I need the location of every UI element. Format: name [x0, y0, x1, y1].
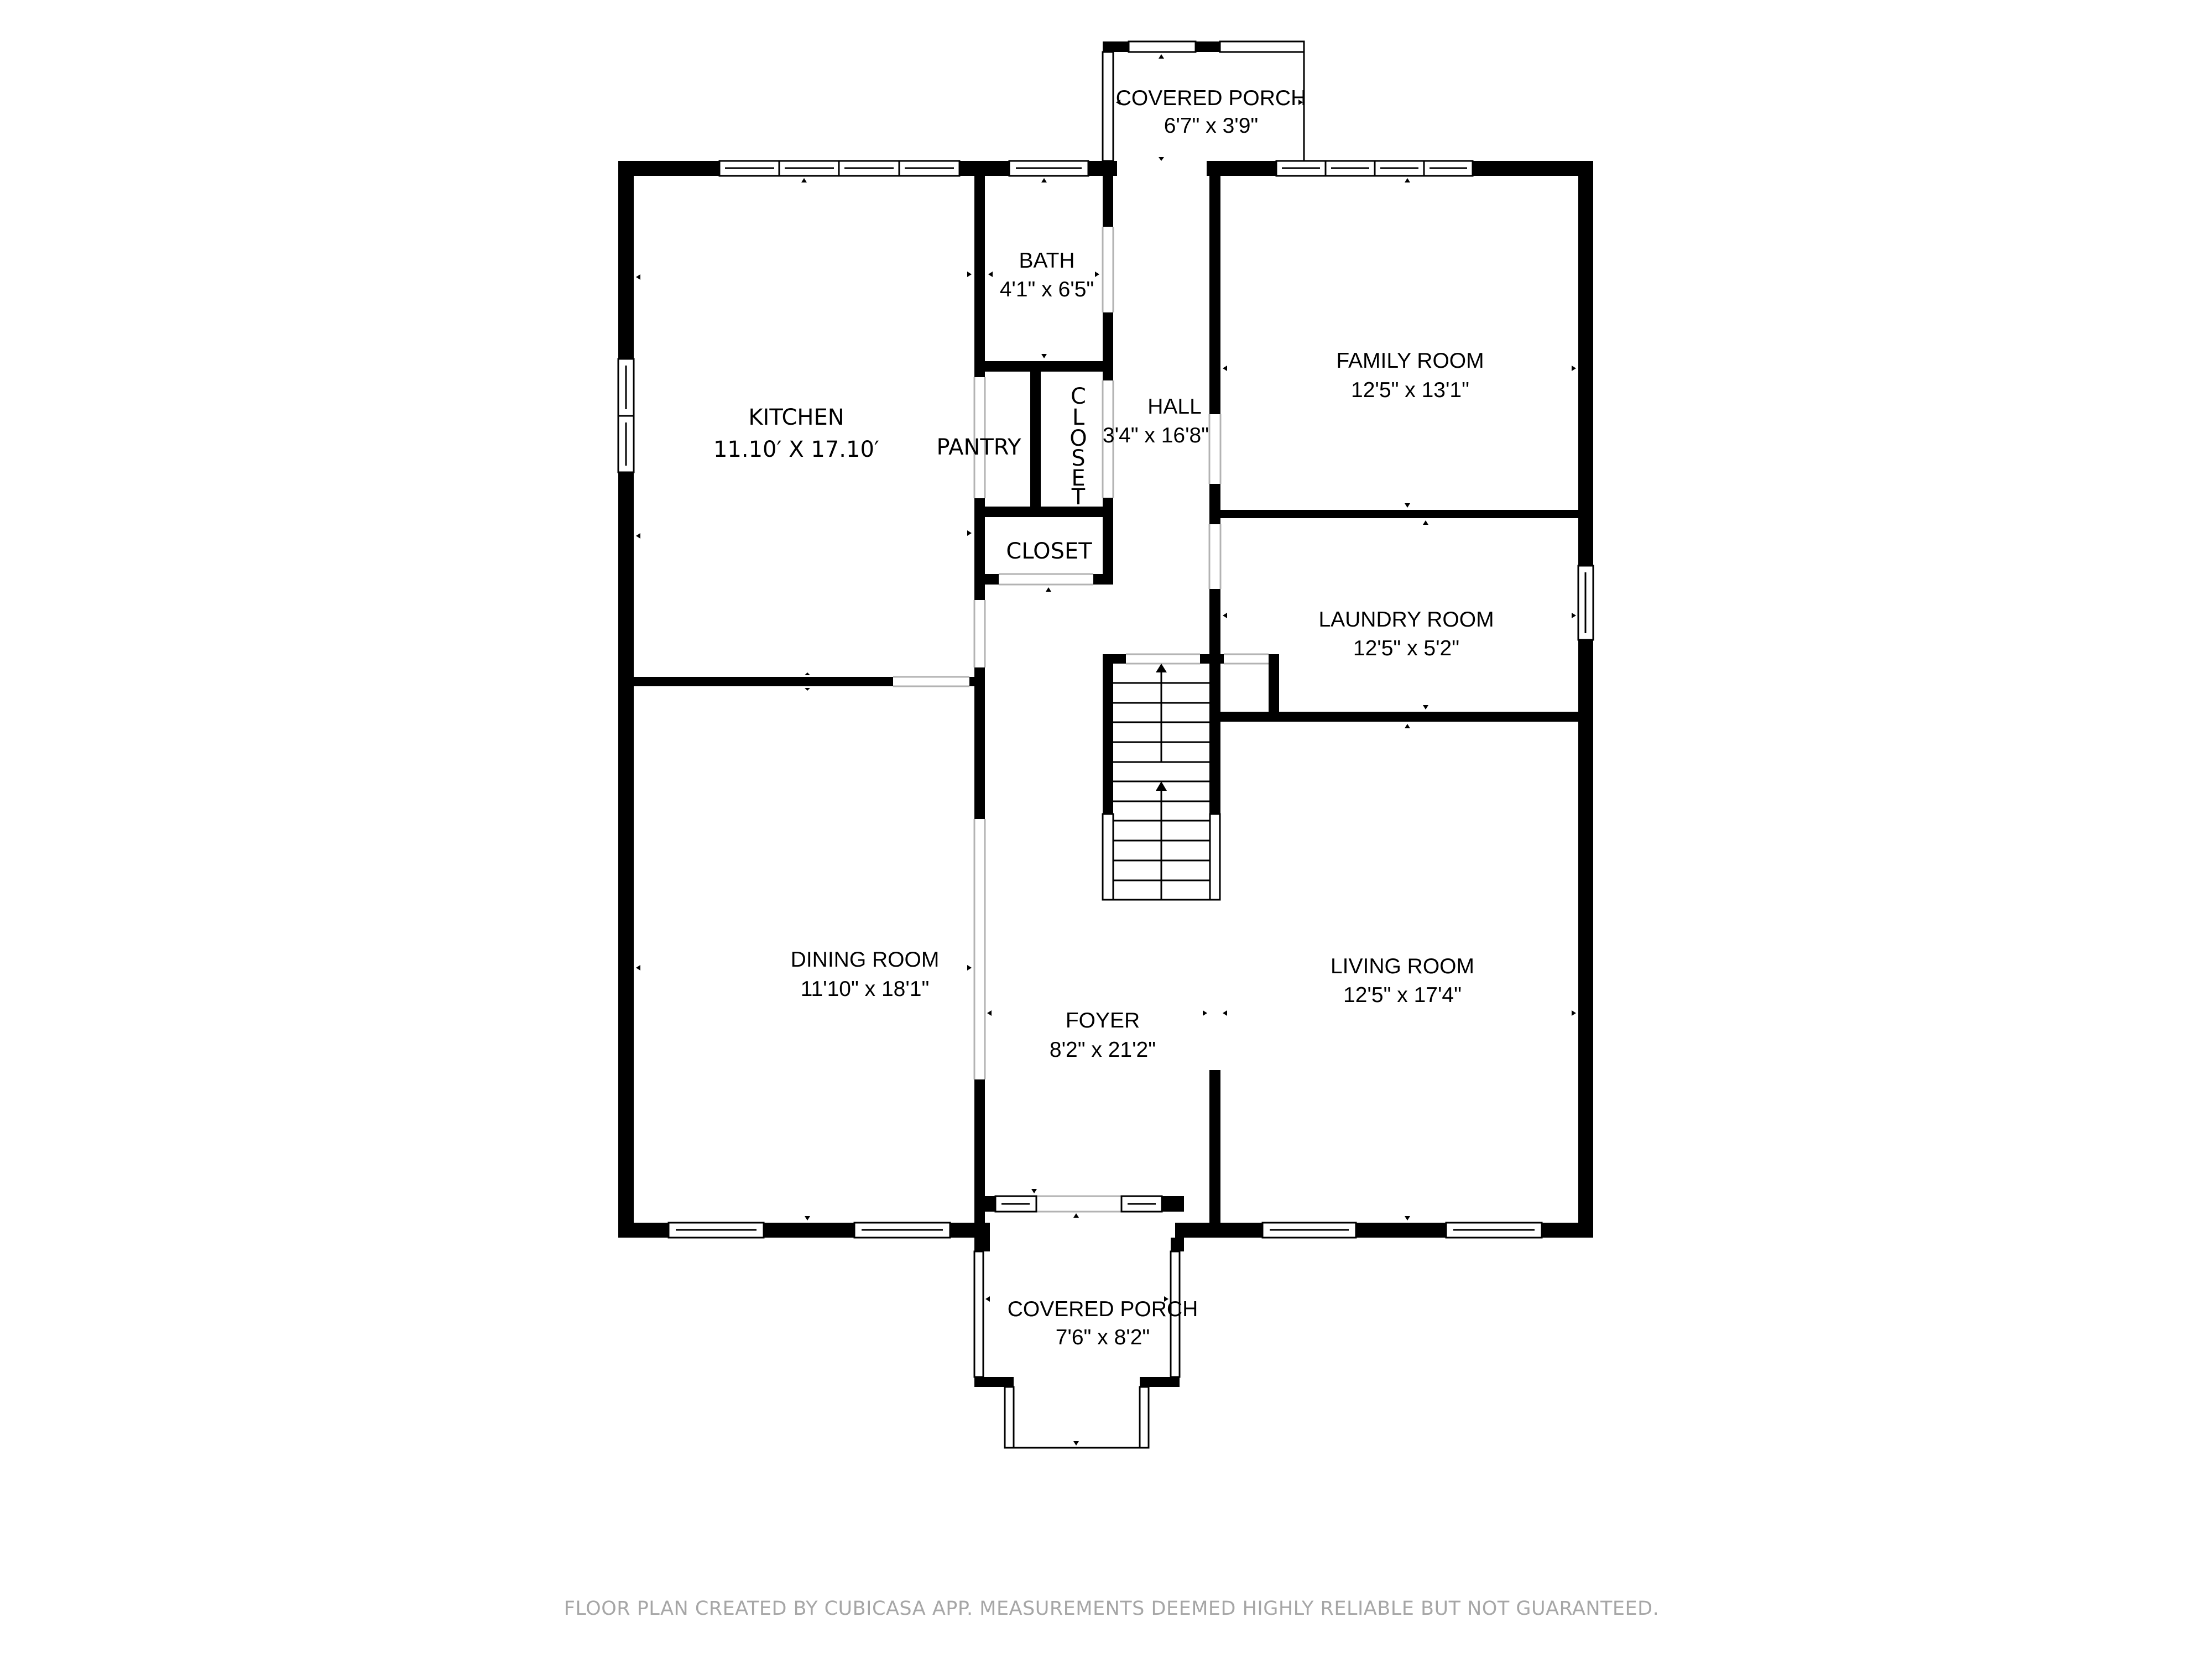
foyer-name: FOYER [1066, 1009, 1140, 1032]
room-labels: COVERED PORCH 6'7" x 3'9" BATH 4'1" x 6'… [713, 86, 1494, 1349]
living-room-name: LIVING ROOM [1331, 954, 1474, 978]
windows [617, 160, 1594, 1239]
front-porch-name: COVERED PORCH [1008, 1297, 1198, 1321]
front-porch-size: 7'6" x 8'2" [1056, 1326, 1150, 1349]
living-room-size: 12'5" x 17'4" [1343, 983, 1462, 1007]
front-door-sidelights [994, 1195, 1163, 1213]
laundry-window [1577, 565, 1594, 641]
hall-size: 3'4" x 16'8" [1103, 424, 1209, 447]
rear-porch-structure [1102, 40, 1305, 162]
pantry-name: PANTRY [937, 435, 1022, 460]
dining-bottom-windows [667, 1222, 951, 1239]
family-room-name: FAMILY ROOM [1336, 349, 1484, 373]
rear-porch-size: 6'7" x 3'9" [1164, 114, 1259, 138]
kitchen-top-windows [718, 160, 961, 177]
svg-text:O: O [1070, 426, 1087, 451]
rear-porch-name: COVERED PORCH [1116, 86, 1307, 110]
staircase [1102, 654, 1221, 901]
door-openings [893, 227, 1269, 1213]
bath-top-window [1008, 160, 1089, 177]
laundry-room-name: LAUNDRY ROOM [1318, 608, 1494, 632]
closet-name: CLOSET [1006, 539, 1092, 564]
front-porch-structure [973, 1238, 1184, 1449]
svg-text:T: T [1071, 484, 1086, 510]
stairs-up-arrow-icon [1156, 664, 1167, 672]
bath-name: BATH [1019, 249, 1074, 273]
disclaimer-footer: FLOOR PLAN CREATED BY CUBICASA APP. MEAS… [564, 1598, 1659, 1620]
dining-room-size: 11'10" x 18'1" [801, 977, 930, 1001]
interior-walls [634, 161, 1578, 1238]
stairs-up-arrow-icon [1156, 781, 1167, 791]
foyer-size: 8'2" x 21'2" [1050, 1038, 1156, 1062]
hall-name: HALL [1147, 395, 1202, 419]
living-bottom-windows [1261, 1222, 1543, 1239]
vertical-closet-label: C L O S E T [1070, 384, 1087, 510]
bath-size: 4'1" x 6'5" [1000, 278, 1094, 301]
kitchen-side-windows [617, 358, 635, 473]
svg-text:E: E [1071, 466, 1085, 491]
kitchen-name: KITCHEN [748, 405, 844, 430]
family-room-size: 12'5" x 13'1" [1351, 378, 1469, 402]
dining-room-name: DINING ROOM [791, 948, 940, 972]
svg-text:L: L [1072, 405, 1085, 430]
family-room-top-windows [1275, 160, 1474, 177]
laundry-room-size: 12'5" x 5'2" [1353, 637, 1459, 660]
dimension-markers [636, 54, 1576, 1446]
svg-text:S: S [1071, 446, 1085, 471]
svg-text:C: C [1071, 384, 1086, 409]
kitchen-size: 11.10′ X 17.10′ [713, 437, 879, 462]
